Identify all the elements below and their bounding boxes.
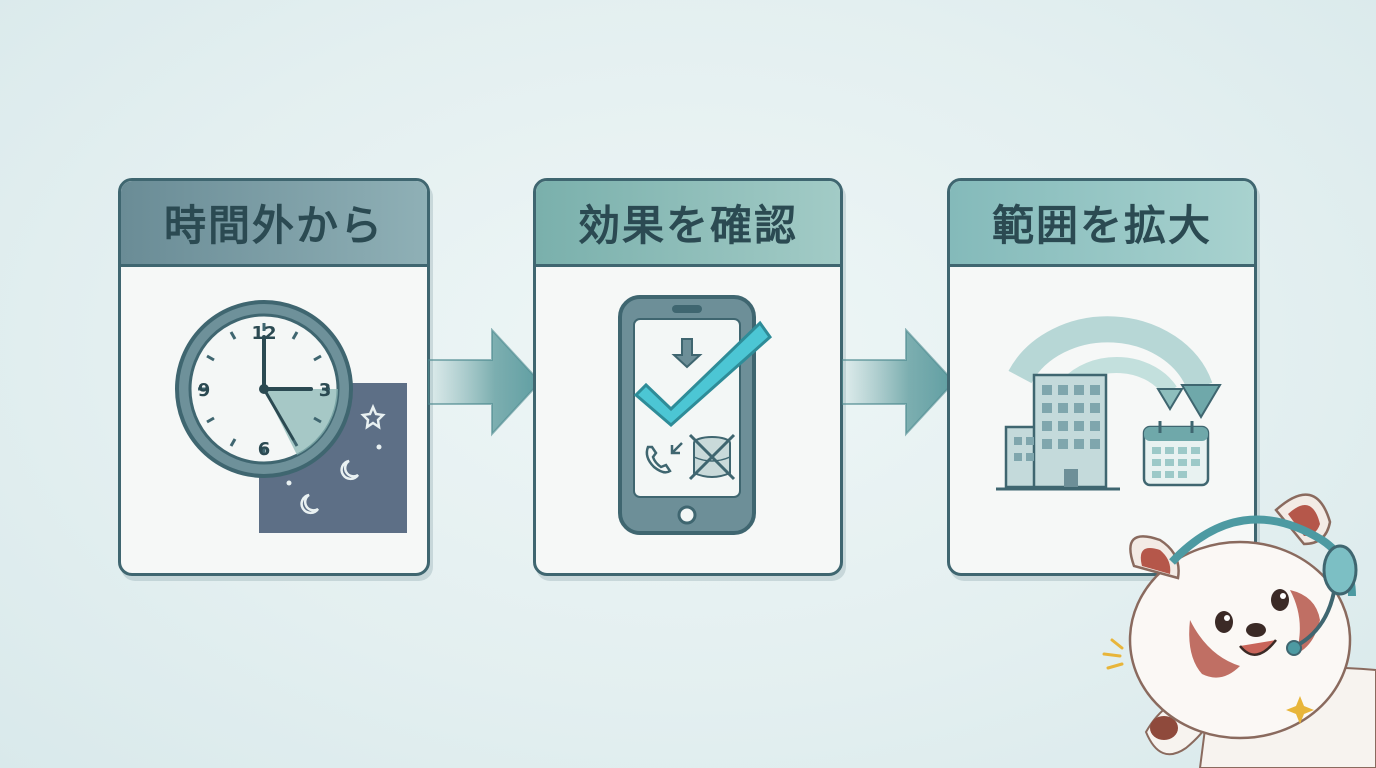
- step-card-after-hours: 時間外から: [118, 178, 430, 576]
- step-header: 時間外から: [121, 181, 427, 267]
- step-title: 効果を確認: [577, 201, 798, 250]
- checkmark-icon: [633, 320, 773, 427]
- step-title: 範囲を拡大: [991, 201, 1212, 250]
- clock-label-6: 6: [258, 439, 271, 460]
- step-body: [950, 267, 1254, 573]
- clock-label-9: 9: [198, 380, 211, 401]
- moon-icon: [340, 459, 360, 481]
- expand-arc-icon: [1008, 316, 1213, 392]
- phone-call-icon: [645, 445, 672, 474]
- star-icon: [360, 403, 386, 430]
- home-button: [677, 505, 697, 525]
- step-header: 効果を確認: [536, 181, 840, 267]
- flow-arrow-icon: [842, 328, 956, 437]
- sparkle-icon: [1286, 696, 1314, 724]
- phone-check-icon: [618, 295, 773, 535]
- clock-label-12: 12: [251, 323, 276, 344]
- step-card-confirm-effect: 効果を確認: [533, 178, 843, 576]
- step-card-expand-scope: 範囲を拡大: [947, 178, 1257, 576]
- flow-arrow-icon: [428, 328, 542, 437]
- step-body: [536, 267, 840, 573]
- second-hand: [262, 387, 295, 441]
- clock-sector: [264, 389, 338, 455]
- step-title: 時間外から: [163, 201, 384, 250]
- expand-scope-icon: [996, 316, 1222, 491]
- step-body: 12 3 6 9: [121, 267, 427, 573]
- headset-earpiece: [1322, 544, 1358, 596]
- red-panda-headset-mascot: [1102, 493, 1376, 768]
- clock-label-3: 3: [319, 380, 332, 401]
- download-arrow-icon: [671, 338, 703, 369]
- step-header: 範囲を拡大: [950, 181, 1254, 267]
- moon-icon: [300, 493, 320, 515]
- after-hours-clock-icon: 12 3 6 9: [175, 300, 407, 533]
- incoming-arrow-icon: [670, 442, 683, 455]
